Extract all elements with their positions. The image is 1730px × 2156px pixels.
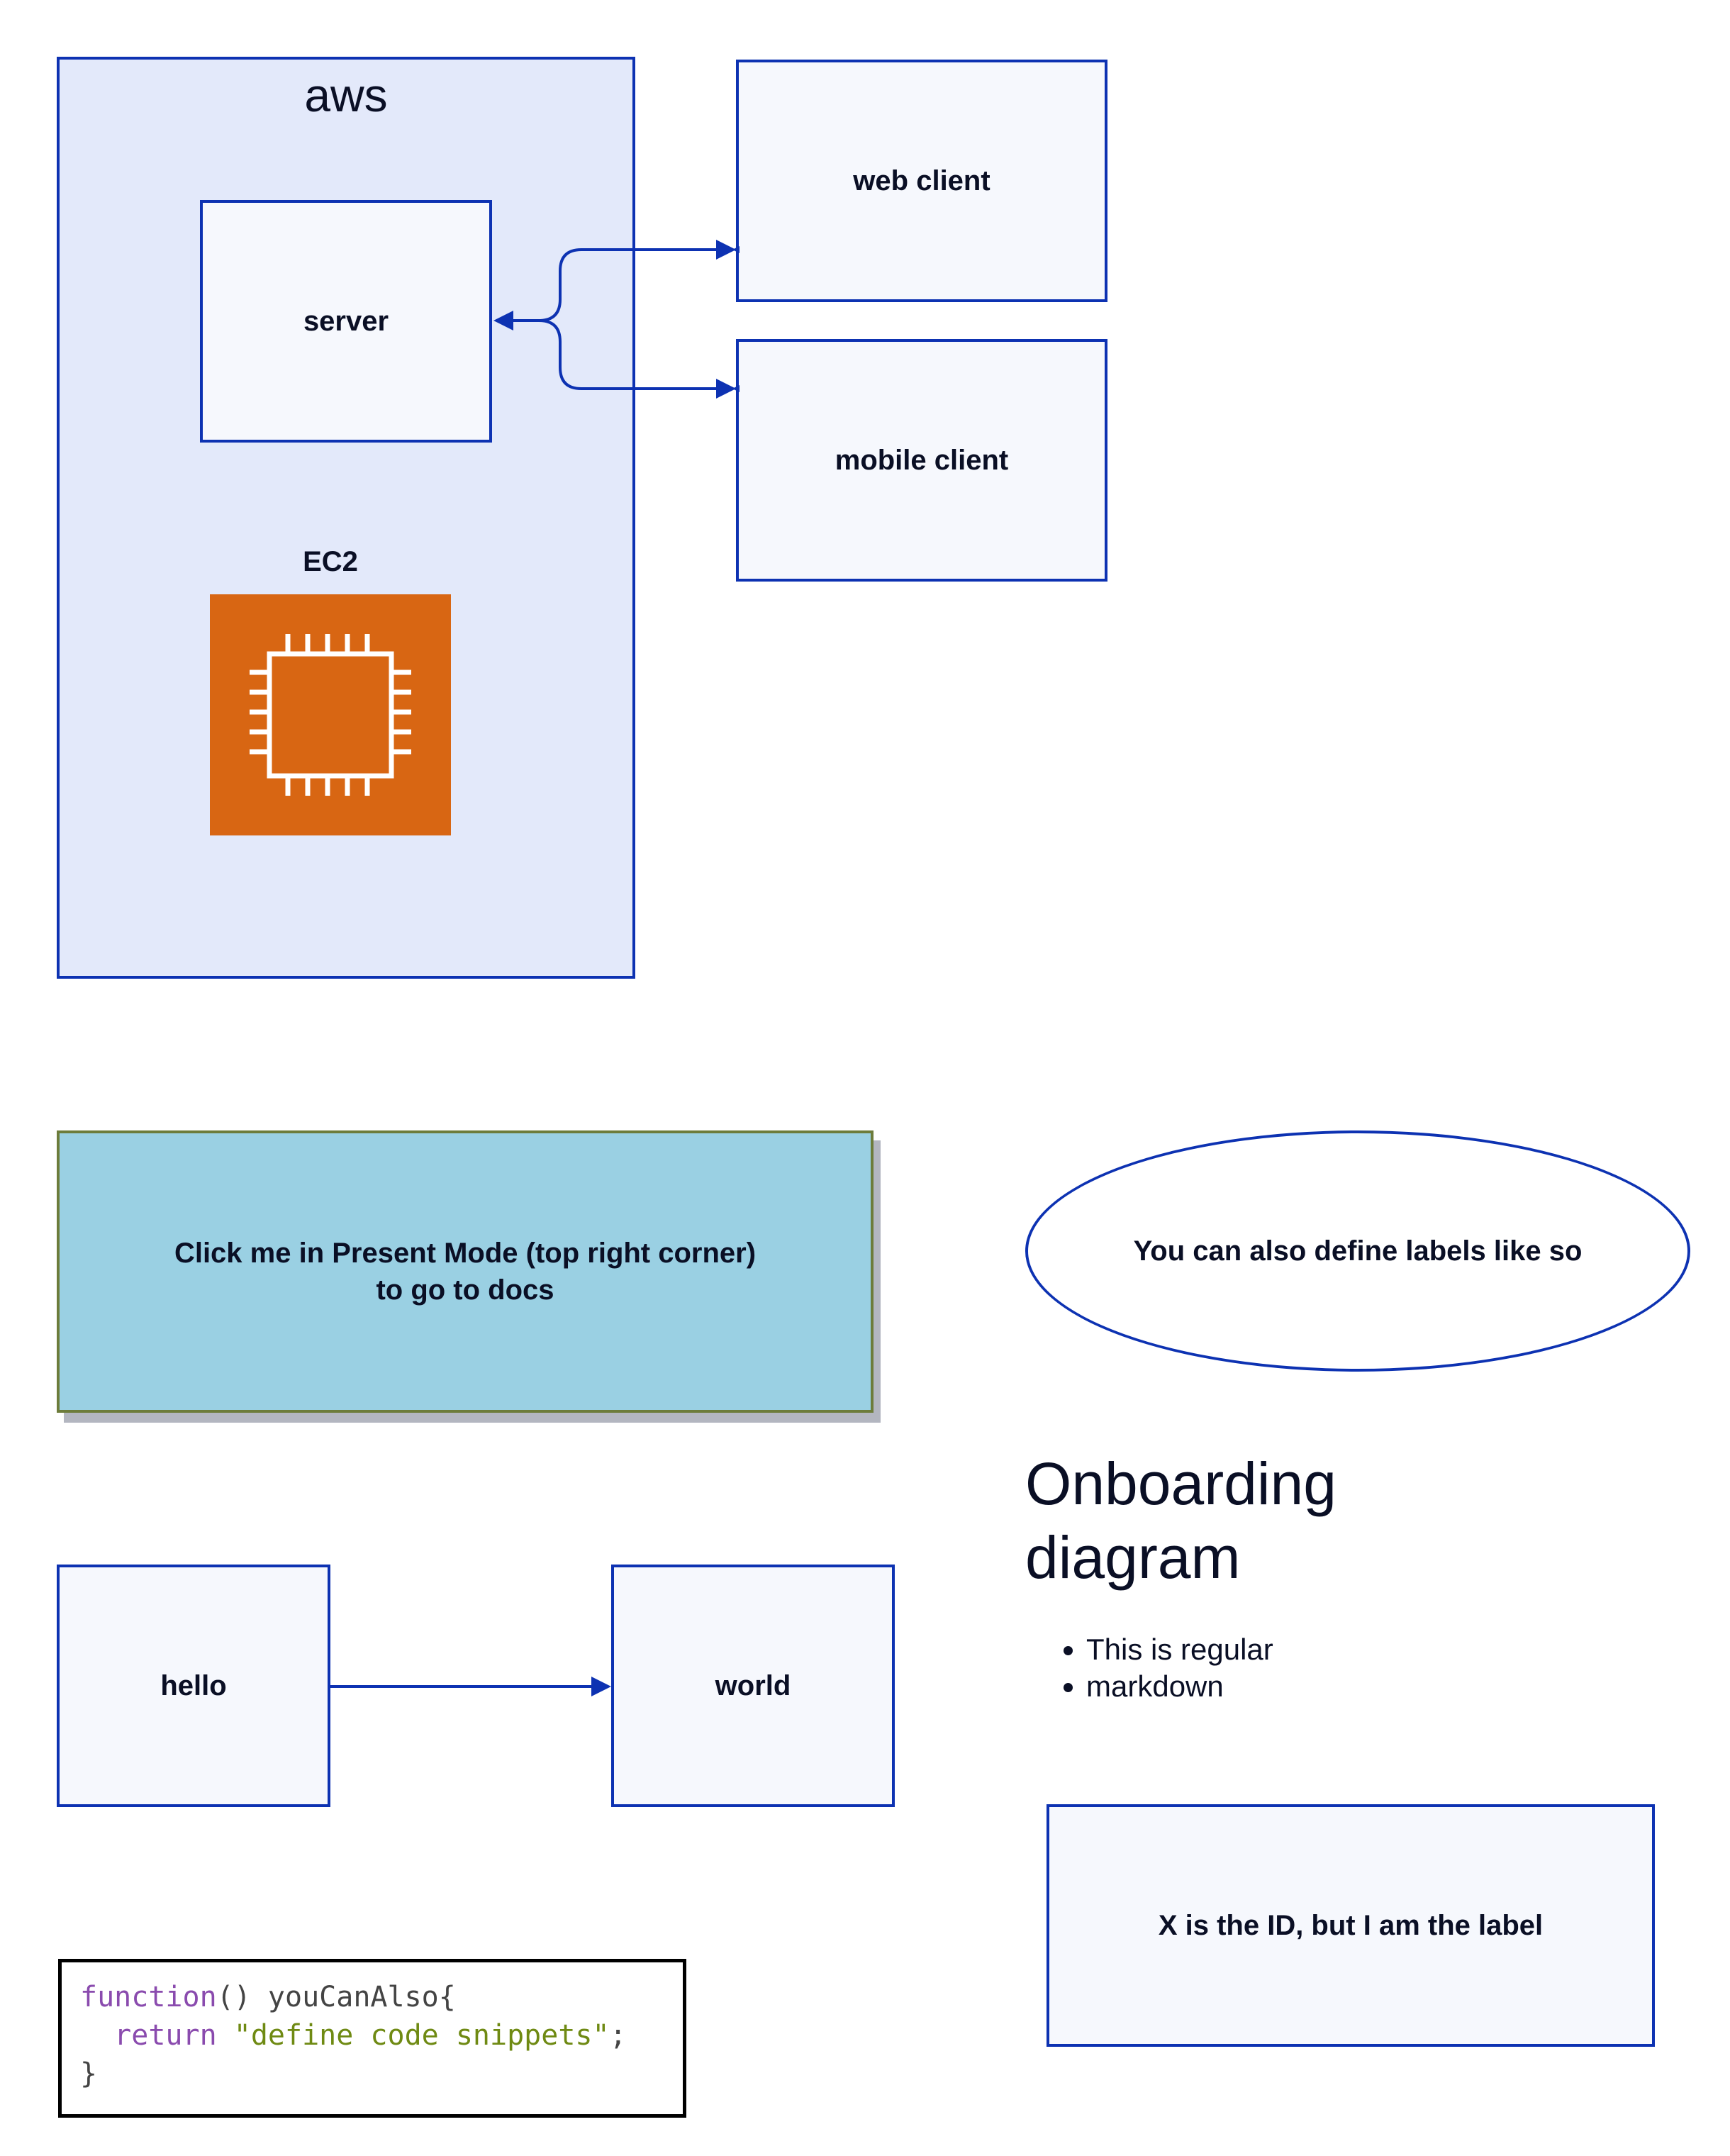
code-string: "define code snippets" [233, 2019, 610, 2052]
mobile-client-node[interactable]: mobile client [736, 339, 1107, 582]
code-keyword: function [80, 1981, 217, 2013]
code-snippet: function() youCanAlso{ return "define co… [58, 1959, 686, 2118]
arrowhead-server [493, 311, 513, 330]
web-client-node[interactable]: web client [736, 60, 1107, 302]
docs-link-label: Click me in Present Mode (top right corn… [174, 1238, 757, 1306]
x-node[interactable]: X is the ID, but I am the label [1047, 1804, 1655, 2047]
world-label: world [715, 1669, 791, 1701]
mobile-client-label: mobile client [835, 444, 1009, 476]
arrowhead-web [716, 240, 736, 260]
web-client-label: web client [853, 165, 990, 196]
code-keyword: return [114, 2019, 217, 2052]
code-text: } [80, 2057, 98, 2090]
arrowhead-world [591, 1677, 611, 1696]
aws-label: aws [304, 69, 388, 121]
arrowhead-mobile [716, 379, 736, 399]
code-text: () youCanAlso{ [216, 1981, 456, 2013]
markdown-title: Onboarding diagram [1025, 1450, 1336, 1591]
list-item: markdown [1086, 1668, 1273, 1705]
server-label: server [303, 305, 389, 337]
hello-label: hello [160, 1669, 227, 1701]
markdown-list: This is regular markdown [1025, 1631, 1273, 1705]
edge-server-web-client [496, 246, 740, 324]
docs-link-node[interactable]: Click me in Present Mode (top right corn… [57, 1130, 874, 1413]
world-node[interactable]: world [611, 1565, 895, 1807]
x-label: X is the ID, but I am the label [1158, 1909, 1544, 1941]
list-item: This is regular [1086, 1631, 1273, 1668]
hello-node[interactable]: hello [57, 1565, 330, 1807]
code-text: ; [609, 2019, 627, 2052]
labels-ellipse-node[interactable]: You can also define labels like so [1025, 1130, 1690, 1372]
server-node[interactable]: server [200, 200, 492, 443]
ec2-label: EC2 [303, 546, 358, 577]
ellipse-label: You can also define labels like so [1133, 1235, 1583, 1267]
edge-server-mobile-client [496, 319, 740, 392]
ec2-chip-icon [210, 594, 451, 835]
